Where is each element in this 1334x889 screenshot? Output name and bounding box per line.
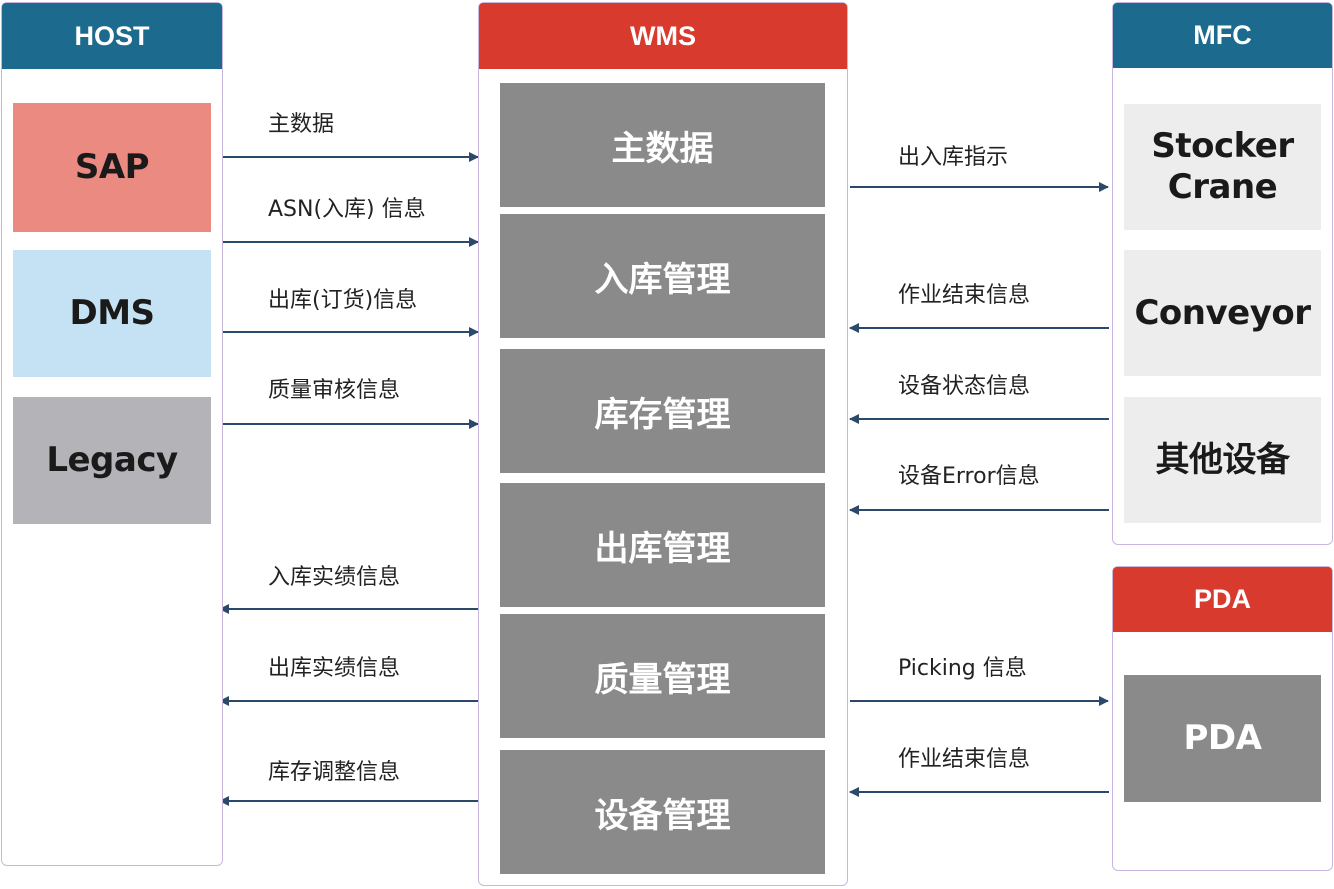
- label-host-to-wms-3: 出库(订货)信息: [268, 288, 418, 313]
- label-mfc-to-wms-3: 设备Error信息: [898, 464, 1040, 489]
- host-system-sap: SAP: [13, 103, 211, 232]
- wms-module-inbound: 入库管理: [500, 214, 825, 338]
- wms-module-inventory: 库存管理: [500, 349, 825, 473]
- mfc-system-stocker-crane: Stocker Crane: [1124, 104, 1321, 230]
- label-wms-to-mfc-1: 出入库指示: [898, 145, 1009, 170]
- host-header: HOST: [2, 3, 222, 69]
- pda-header: PDA: [1113, 567, 1332, 632]
- label-host-to-wms-4: 质量审核信息: [268, 378, 401, 403]
- label-pda-to-wms-1: 作业结束信息: [898, 747, 1031, 772]
- label-mfc-to-wms-1: 作业结束信息: [898, 283, 1031, 308]
- mfc-system-conveyor: Conveyor: [1124, 250, 1321, 376]
- label-wms-to-host-2: 出库实绩信息: [268, 656, 401, 681]
- label-host-to-wms-1: 主数据: [268, 112, 335, 137]
- wms-module-equipment: 设备管理: [500, 750, 825, 874]
- label-wms-to-host-1: 入库实绩信息: [268, 565, 401, 590]
- wms-module-outbound: 出库管理: [500, 483, 825, 607]
- wms-module-quality: 质量管理: [500, 614, 825, 738]
- host-system-dms: DMS: [13, 250, 211, 377]
- wms-module-master-data: 主数据: [500, 83, 825, 207]
- mfc-system-other-equipment: 其他设备: [1124, 397, 1321, 523]
- label-wms-to-host-3: 库存调整信息: [268, 760, 401, 785]
- label-host-to-wms-2: ASN(入库) 信息: [268, 197, 426, 222]
- pda-device: PDA: [1124, 675, 1321, 802]
- mfc-header: MFC: [1113, 3, 1332, 68]
- label-wms-to-pda-1: Picking 信息: [898, 656, 1027, 681]
- wms-header: WMS: [479, 3, 847, 69]
- host-system-legacy: Legacy: [13, 397, 211, 524]
- label-mfc-to-wms-2: 设备状态信息: [898, 374, 1031, 399]
